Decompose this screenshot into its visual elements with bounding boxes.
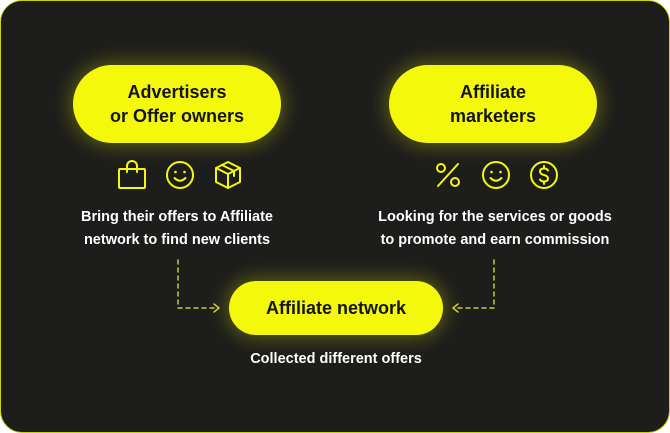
advertisers-icon-row [116, 159, 244, 191]
affiliate-marketers-node: Affiliate marketers [389, 65, 597, 143]
smiley-face-icon [480, 159, 512, 191]
affiliates-title-line2: marketers [449, 106, 537, 126]
advertisers-description: Bring their offers to Affiliate network … [41, 206, 313, 252]
advertisers-node: Advertisers or Offer owners [73, 65, 281, 143]
percent-icon [432, 159, 464, 191]
affiliates-desc-line1: Looking for the services or goods [378, 209, 612, 225]
network-title: Affiliate network [265, 298, 407, 318]
right-connector-line [452, 259, 495, 309]
advertisers-desc-line2: network to find new clients [83, 232, 271, 248]
shopping-bag-icon [116, 159, 148, 191]
affiliate-network-node: Affiliate network [229, 281, 443, 335]
smiley-face-icon [164, 159, 196, 191]
affiliates-title-line1: Affiliate [459, 82, 526, 102]
dollar-coin-icon [528, 159, 560, 191]
network-description: Collected different offers [250, 351, 422, 367]
left-arrowhead-icon [213, 303, 220, 313]
advertisers-desc-line1: Bring their offers to Affiliate [81, 209, 273, 225]
package-box-icon [212, 159, 244, 191]
advertisers-title-line2: or Offer owners [109, 106, 245, 126]
affiliates-desc-line2: to promote and earn commission [380, 232, 610, 248]
right-arrowhead-icon [452, 303, 459, 313]
affiliates-icon-row [432, 159, 560, 191]
advertisers-title-line1: Advertisers [127, 82, 227, 102]
left-connector-line [177, 259, 220, 309]
affiliates-description: Looking for the services or goods to pro… [357, 206, 633, 252]
